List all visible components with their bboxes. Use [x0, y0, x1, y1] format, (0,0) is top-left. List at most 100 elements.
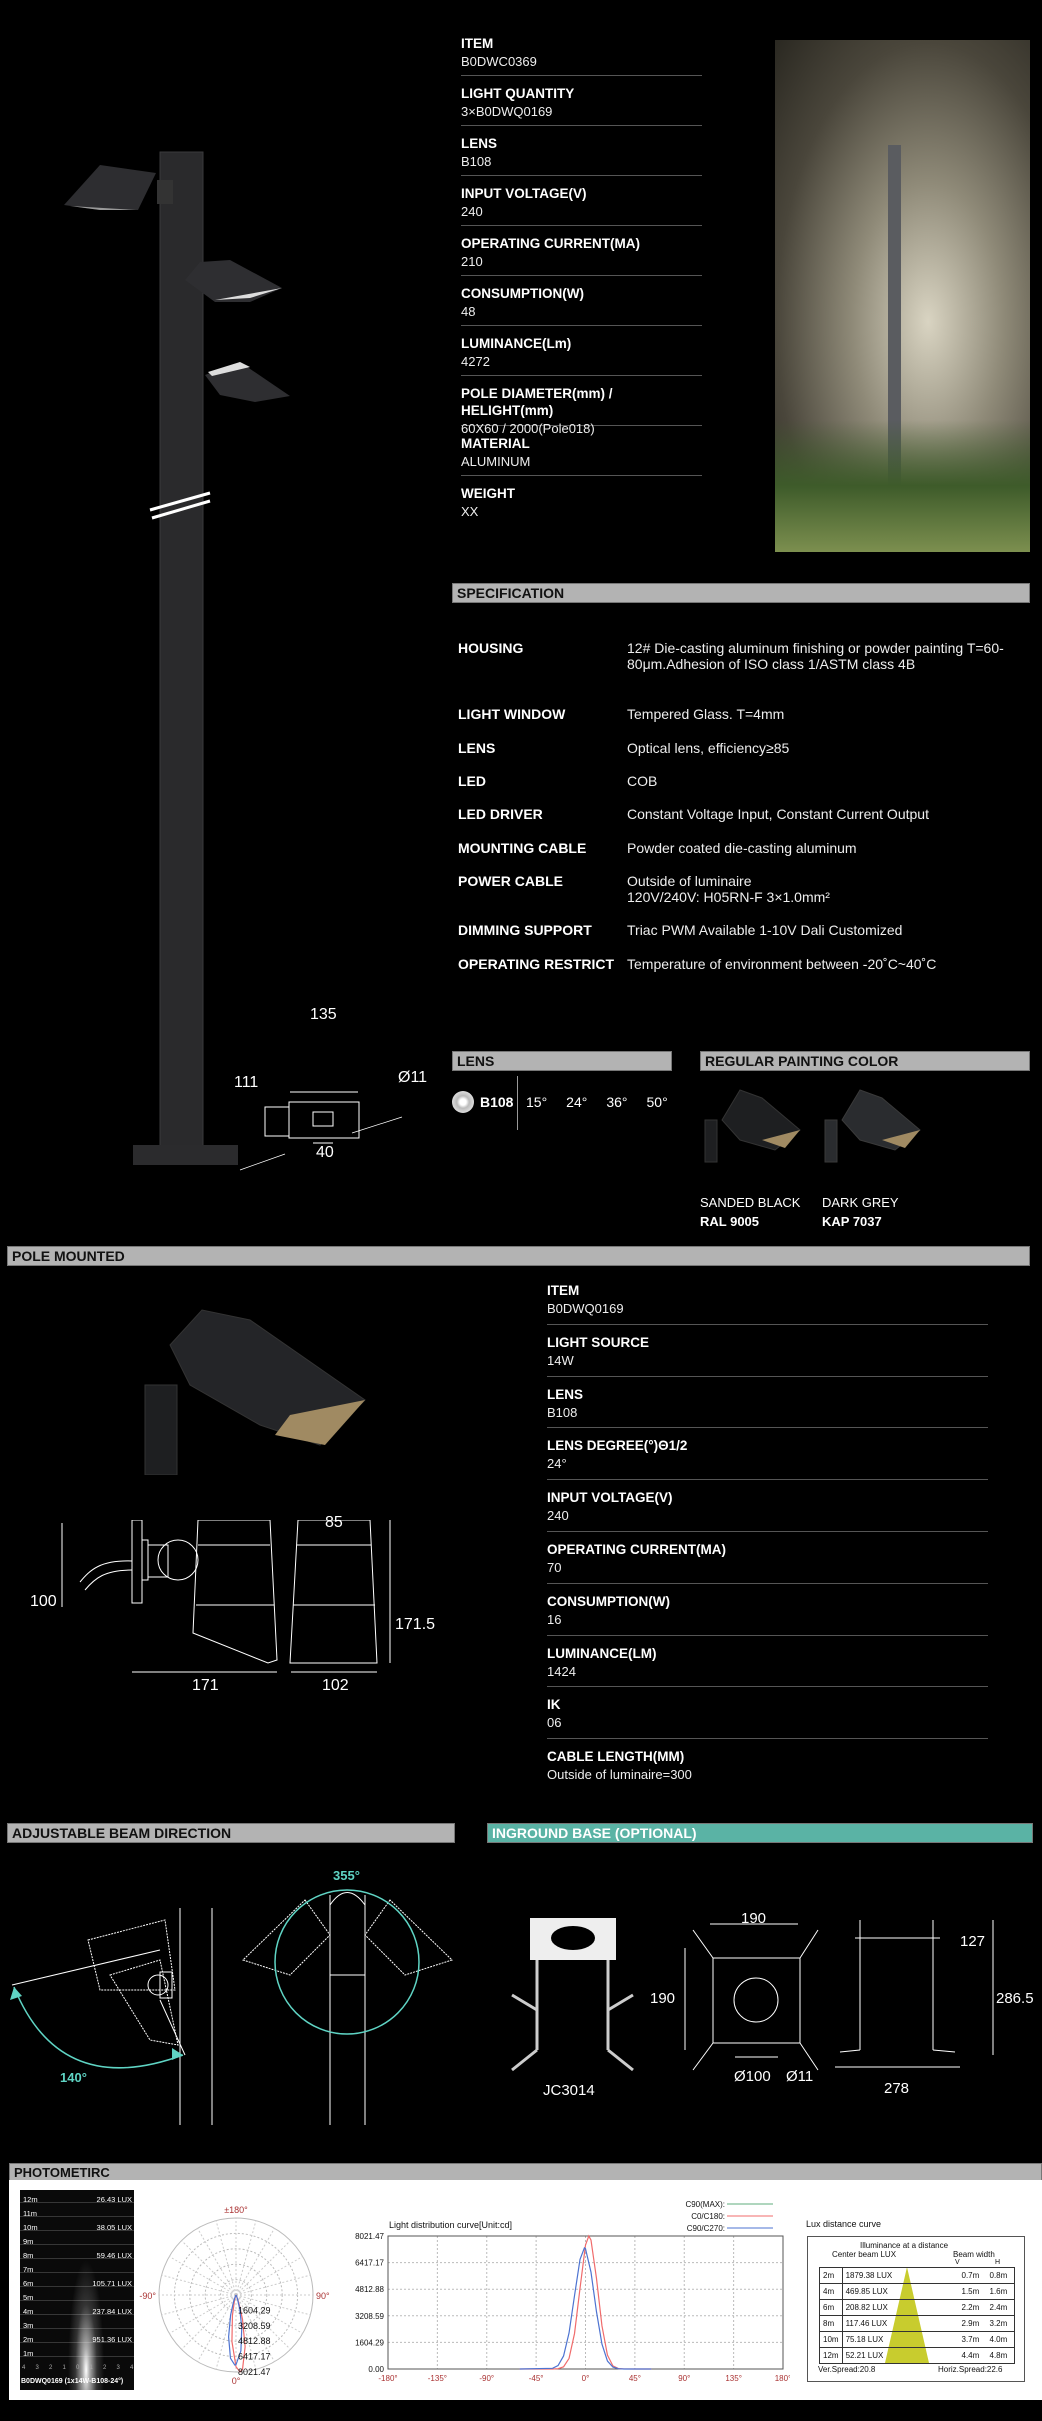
inground-span: 278 — [884, 2080, 910, 2097]
y-tick-label: 4812.88 — [355, 2285, 384, 2294]
polar-spoke — [235, 2294, 311, 2316]
lux-beam-v: 2.9m — [958, 2315, 987, 2332]
lux-beam-h: 0.8m — [986, 2267, 1015, 2284]
specification-value: Tempered Glass. T=4mm — [627, 706, 785, 722]
spec-label: CABLE LENGTH(MM) — [547, 1749, 685, 1765]
lux-value: 52.21 LUX — [841, 2347, 903, 2364]
lens-header: LENS — [452, 1051, 672, 1071]
pole-product-image — [64, 151, 290, 1165]
pole-mounted-dimension-drawing — [61, 1520, 391, 1673]
rotate-angle: 355° — [333, 1868, 360, 1883]
inground-base-drawing — [511, 1918, 994, 2072]
spec-value: 240 — [461, 204, 483, 219]
spec-row: LIGHT QUANTITY 3×B0DWQ0169 — [461, 76, 702, 126]
specification-value: Optical lens, efficiency≥85 — [627, 740, 790, 756]
inground-header: INGROUND BASE (OPTIONAL) — [487, 1823, 1033, 1843]
beam-lux: 59.46 LUX — [96, 2251, 132, 2260]
polar-spoke — [235, 2294, 303, 2334]
polar-spoke — [235, 2240, 291, 2296]
spec-label: ITEM — [461, 36, 494, 51]
polar-ring — [189, 2248, 283, 2342]
lux-distance: 10m — [819, 2331, 843, 2348]
spec-value: 240 — [547, 1508, 569, 1524]
specification-value: Powder coated die-casting aluminum — [627, 840, 857, 856]
spec-value: B0DWC0369 — [461, 54, 537, 69]
spec-value: 60X60 / 2000(Pole018) — [461, 421, 595, 436]
specification-value: 12# Die-casting aluminum finishing or po… — [627, 640, 1004, 672]
legend-label: C90/C270: — [687, 2224, 725, 2233]
adjustable-beam-drawing — [10, 1889, 453, 2125]
lux-col-v: V — [955, 2259, 960, 2266]
lux-heading: Illuminance at a distance — [860, 2241, 949, 2250]
lux-beam-v: 2.2m — [958, 2299, 987, 2316]
lux-distance: 2m — [819, 2267, 843, 2284]
beam-gridline — [20, 2272, 134, 2273]
specification-label: LED — [458, 773, 486, 789]
y-tick-label: 0.00 — [368, 2365, 384, 2374]
spec-row: POLE DIAMETER(mm) / HELIGHT(mm)60X60 / 2… — [461, 376, 702, 436]
polar-diagram: ±180°-90°90°0°1604.293208.594812.886417.… — [139, 2205, 330, 2386]
lux-value: 75.18 LUX — [841, 2331, 903, 2348]
x-tick-label: -45° — [529, 2374, 544, 2383]
beam-lux: 26.43 LUX — [96, 2195, 132, 2204]
beam-xtick: 3 — [116, 2365, 120, 2371]
spec-label: CONSUMPTION(W) — [461, 286, 584, 301]
ver-spread: Ver.Spread:20.8 — [818, 2365, 876, 2374]
spec-value: 3×B0DWQ0169 — [461, 104, 553, 119]
specification-label: DIMMING SUPPORT — [458, 922, 592, 938]
beam-distance: 10m — [23, 2223, 38, 2232]
dim-102: 102 — [322, 1677, 349, 1694]
pole-mounted-product-image — [144, 1309, 366, 1475]
beam-gridline — [20, 2314, 134, 2315]
lux-value: 1879.38 LUX — [841, 2267, 903, 2284]
spec-label: LIGHT SOURCE — [547, 1334, 650, 1350]
polar-ring-label: 3208.59 — [238, 2321, 271, 2331]
polar-series-line — [228, 2294, 243, 2366]
x-tick-label: -135° — [428, 2374, 447, 2383]
series-line — [519, 2234, 652, 2370]
beam-lux: 237.84 LUX — [92, 2307, 132, 2316]
spec-label: CONSUMPTION(W) — [547, 1593, 670, 1609]
pole-dim-square: 40 — [316, 1144, 334, 1161]
beam-distance: 11m — [23, 2209, 38, 2218]
inground-height: 190 — [650, 1990, 676, 2007]
specification-value: Triac PWM Available 1-10V Dali Customize… — [627, 922, 903, 938]
lux-distance: 8m — [819, 2315, 843, 2332]
spec-value: 70 — [547, 1559, 562, 1575]
lux-curve-title: Lux distance curve — [806, 2219, 882, 2229]
polar-angle-label: 0° — [232, 2376, 241, 2386]
adjustable-header: ADJUSTABLE BEAM DIRECTION — [7, 1823, 455, 1843]
spec-row: OPERATING CURRENT(MA)210 — [461, 226, 702, 276]
specification-label: MOUNTING CABLE — [458, 840, 587, 856]
spec-row: INPUT VOLTAGE(V) 240 — [461, 176, 702, 226]
lux-col-h: H — [995, 2259, 1001, 2266]
y-tick-label: 1604.29 — [355, 2338, 384, 2347]
spec-value: 210 — [461, 254, 483, 269]
beam-gridline — [20, 2356, 134, 2357]
polar-spoke — [169, 2294, 237, 2334]
lux-distance: 6m — [819, 2299, 843, 2316]
dim-85: 85 — [325, 1514, 343, 1531]
spec-label: IK — [547, 1697, 561, 1713]
paint-code: RAL 9005 — [700, 1214, 760, 1229]
pole-base-drawing — [239, 1091, 403, 1171]
spec-label: LIGHT QUANTITY — [461, 86, 575, 101]
lux-beam-v: 3.7m — [958, 2331, 987, 2348]
beam-gridline — [20, 2286, 134, 2287]
beam-gridline — [20, 2258, 134, 2259]
legend-label: C0/C180: — [691, 2212, 725, 2221]
lux-beam-v: 4.4m — [958, 2347, 987, 2364]
beam-xtick: 1 — [89, 2365, 93, 2371]
beam-gridline — [20, 2216, 134, 2217]
